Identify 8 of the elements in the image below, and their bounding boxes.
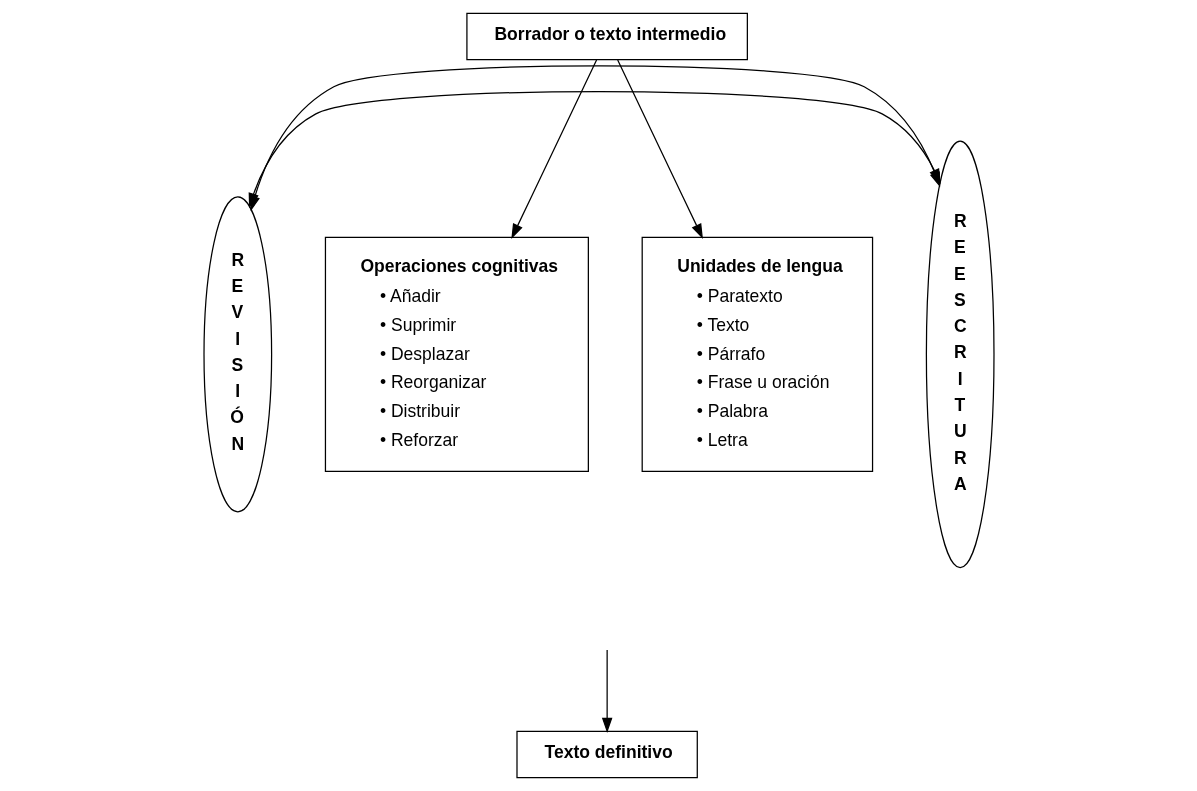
- node-box: Unidades de lengua • Paratexto • Texto • Párrafo • Frase u oración • Palabra • Letra: [641, 236, 873, 473]
- node-box: Borrador o texto intermedio: [465, 12, 748, 61]
- node-box: Texto definitivo: [515, 730, 698, 779]
- node-box: Operaciones cognitivas • Añadir • Suprimir • Desplazar • Reorganizar • Distribuir • Reforzar: [324, 236, 589, 473]
- arrow: [601, 649, 612, 733]
- node-ellipse: R E E S C R I T U R A: [925, 140, 995, 569]
- arrow: [510, 59, 597, 239]
- arrow: [616, 59, 703, 239]
